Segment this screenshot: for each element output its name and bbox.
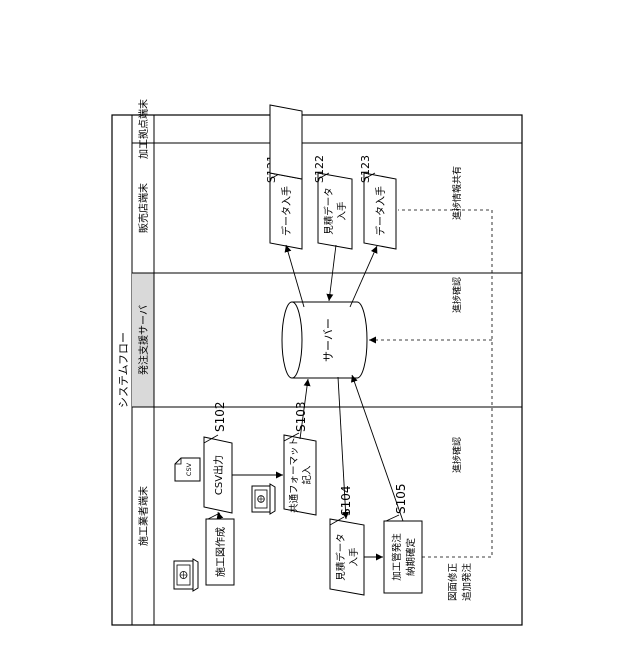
step-s102: CSV出力 S102	[204, 401, 232, 513]
s122-label-line1: 見積データ	[323, 187, 335, 235]
csv-file-icon: CSV	[175, 458, 200, 481]
step-s103: 共通フォーマット 記入 S103	[284, 401, 316, 515]
s104-label-line2: 入手	[348, 547, 360, 567]
s103-id: S103	[294, 401, 308, 432]
diagram-title: システムフロー	[117, 332, 130, 408]
step-s105: 加工管発注 納期確定 S105	[384, 483, 422, 593]
arrow-server-s121	[286, 245, 304, 307]
note-progress-share: 進捗情報共有	[451, 166, 463, 220]
lane-header-dealer: 販売店端末	[137, 183, 150, 233]
arrow-server-s123	[350, 246, 377, 307]
arrow-s105-server	[352, 375, 403, 521]
lane-header-plant: 加工拠点端末	[137, 99, 150, 159]
step-s131	[270, 105, 302, 179]
s105-id: S105	[394, 483, 408, 514]
step-s123: データ入手 S123	[359, 155, 396, 249]
rotated-diagram: システムフロー 施工業者端末 発注支援サーバ 販売店端末 加工拠点端末 施工図作…	[112, 99, 522, 625]
laptop-icon	[174, 559, 198, 591]
s121-label: データ入手	[280, 186, 293, 236]
s122-label-line2: 入手	[336, 201, 348, 221]
s105-label-line2: 納期確定	[405, 538, 417, 577]
server-label: サーバー	[322, 318, 335, 362]
lane-header-builder: 施工業者端末	[137, 486, 150, 546]
lane-header-server: 発注支援サーバ	[137, 305, 150, 375]
s102-id: S102	[213, 401, 227, 432]
s105-label-line1: 加工管発注	[391, 533, 403, 581]
s101-label: 施工図作成	[214, 527, 227, 577]
note-progress-check-1: 進捗確認	[451, 437, 463, 473]
note-additional-order: 追加発注	[461, 562, 473, 601]
laptop-icon	[252, 484, 275, 514]
csv-icon-label: CSV	[185, 462, 193, 476]
step-s122: 見積データ 入手 S122	[313, 155, 352, 249]
note-drawing-revision: 図面修正	[447, 562, 459, 601]
note-progress-check-2: 進捗確認	[451, 277, 463, 313]
server-database: サーバー	[282, 302, 367, 378]
s102-label: CSV出力	[212, 455, 225, 495]
s104-label-line1: 見積データ	[335, 533, 347, 581]
s103-label-line2: 記入	[301, 465, 313, 485]
progress-dashed-line	[398, 210, 492, 557]
s122-id: S122	[313, 155, 326, 183]
s103-label-line1: 共通フォーマット	[289, 437, 300, 513]
s123-label: データ入手	[374, 186, 387, 236]
s123-id: S123	[359, 155, 372, 183]
step-s104: 見積データ 入手 S104	[330, 485, 364, 595]
